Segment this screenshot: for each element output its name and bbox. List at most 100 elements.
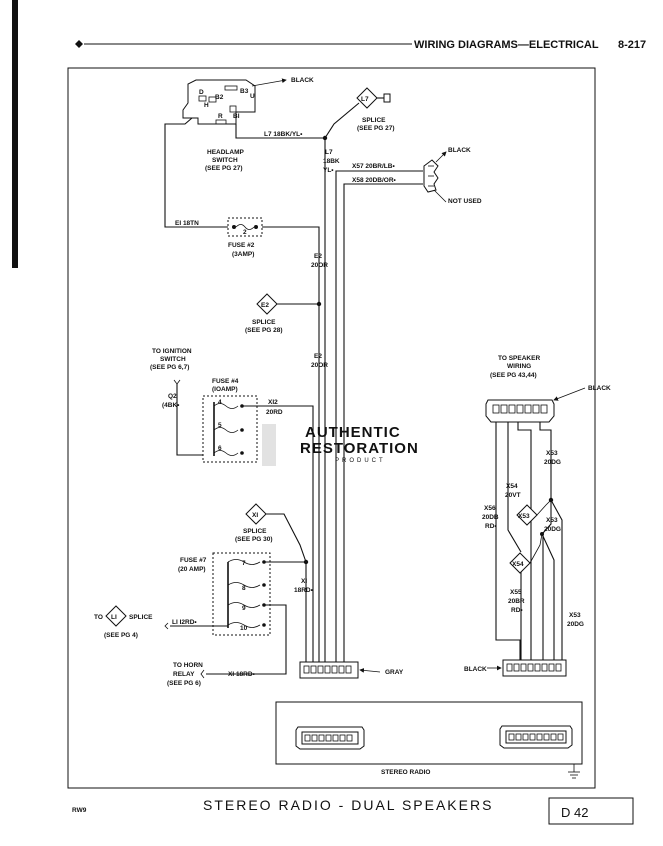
speaker-wiring: TO SPEAKER WIRING (SEE PG 43,44) BLACK xyxy=(485,355,611,423)
wire-x12-line-1: XI2 xyxy=(268,399,278,406)
splice-x1-line-1: SPLICE xyxy=(243,528,267,535)
wire-e2-lower-line-1: E2 xyxy=(314,353,322,360)
ignition-line-3: (SEE PG 6,7) xyxy=(150,364,189,371)
headlamp-switch-line-3: (SEE PG 27) xyxy=(205,165,243,172)
splice-x1-line-2: (SEE PG 30) xyxy=(235,536,273,543)
headlamp-switch: B3 U B2 H D R BI BLACK HEADLAMP SWITCH (… xyxy=(182,77,314,172)
headlamp-pin-b3: B3 xyxy=(240,88,249,95)
wire-x53-top-line-2: 20DG xyxy=(544,459,561,466)
fuse-4-pin-4: 4 xyxy=(218,399,222,406)
fuse-4-line-2: (IOAMP) xyxy=(212,386,238,393)
headlamp-switch-line-1: HEADLAMP xyxy=(207,149,244,156)
wire-x57-label: X57 20BR/LB• xyxy=(352,163,395,170)
fuse-7-pin-8: 8 xyxy=(242,585,246,592)
side-connector: BLACK NOT USED xyxy=(423,147,482,205)
wire-x54-line-2: 20VT xyxy=(505,492,521,499)
page-footer: RW9 STEREO RADIO - DUAL SPEAKERS D 42 xyxy=(72,797,634,825)
headlamp-pin-b2: B2 xyxy=(215,94,224,101)
wire-x55-line-2: 20BR xyxy=(508,598,525,605)
horn-relay-line-2: RELAY xyxy=(173,671,195,678)
wire-e2-lower-line-2: 20OR xyxy=(311,362,328,369)
headlamp-switch-line-2: SWITCH xyxy=(212,157,238,164)
watermark-line-1: AUTHENTIC xyxy=(305,424,401,441)
wire-x1-vertical-line-2: 18RD• xyxy=(294,587,314,594)
wire-x1-horn-label: XI 18RD• xyxy=(228,671,256,678)
splice-x54-id: X54 xyxy=(512,561,524,568)
watermark-line-2: RESTORATION xyxy=(300,440,419,457)
wire-e2-upper-line-1: E2 xyxy=(314,253,322,260)
wire-x55-line-1: X55 xyxy=(510,589,522,596)
splice-l1-ref: (SEE PG 4) xyxy=(104,632,138,639)
side-connector-not-used: NOT USED xyxy=(448,198,482,205)
binding-strip xyxy=(12,0,18,268)
wire-x58-label: X58 20DB/OR• xyxy=(352,177,397,184)
splice-l7-line-2: (SEE PG 27) xyxy=(357,125,395,132)
wire-x1-vertical-line-1: XI xyxy=(301,578,307,585)
radio-connector-left: GRAY xyxy=(299,661,404,679)
ground-icon xyxy=(568,764,580,779)
headlamp-connector-color: BLACK xyxy=(291,77,314,84)
ignition-switch-ref: TO IGNITION SWITCH (SEE PG 6,7) Q2 (4BK• xyxy=(150,348,192,409)
fuse-4-pin-5: 5 xyxy=(218,422,222,429)
fuse-7-line-2: (20 AMP) xyxy=(178,566,206,573)
wire-x56-line-2: 20DB xyxy=(482,514,499,521)
splice-l1-prefix: TO xyxy=(94,614,103,621)
fuse-4: FUSE #4 (IOAMP) 4 5 6 xyxy=(202,378,258,463)
speaker-wiring-line-2: WIRING xyxy=(507,363,531,370)
headlamp-pin-u: U xyxy=(250,93,255,100)
wire-e2-upper-line-2: 20OR xyxy=(311,262,328,269)
fuse-7-pin-10: 10 xyxy=(240,625,248,632)
splice-l1-suffix: SPLICE xyxy=(129,614,153,621)
horn-relay-line-3: (SEE PG 6) xyxy=(167,680,201,687)
fuse-2-pin: 2 xyxy=(243,229,247,236)
header-title: WIRING DIAGRAMS—ELECTRICAL xyxy=(414,39,599,51)
splice-l7: L7 SPLICE (SEE PG 27) xyxy=(356,87,395,132)
ignition-line-1: TO IGNITION xyxy=(152,348,192,355)
watermark: AUTHENTIC RESTORATION PRODUCT xyxy=(262,424,419,466)
splice-l1-id: LI xyxy=(111,614,117,621)
splice-x1-id: XI xyxy=(252,512,258,519)
wire-x12-line-2: 20RD xyxy=(266,409,283,416)
radio-connector-right-color: BLACK xyxy=(464,666,487,673)
wire-x53-low-line-1: X53 xyxy=(569,612,581,619)
headlamp-pin-h: H xyxy=(204,102,209,109)
wire-e1-label: EI 18TN xyxy=(175,220,199,227)
fuse-4-line-1: FUSE #4 xyxy=(212,378,239,385)
fuse-7-line-1: FUSE #7 xyxy=(180,557,207,564)
splice-l7-line-1: SPLICE xyxy=(362,117,386,124)
wire-x56-line-3: RD• xyxy=(485,523,497,530)
footer-page-code: D 42 xyxy=(561,805,588,820)
fuse-2-line-2: (3AMP) xyxy=(232,251,254,258)
horn-relay-ref: TO HORN RELAY (SEE PG 6) xyxy=(167,662,205,687)
ignition-line-2: SWITCH xyxy=(160,356,186,363)
fuse-2-line-1: FUSE #2 xyxy=(228,242,255,249)
speaker-wiring-line-1: TO SPEAKER xyxy=(498,355,540,362)
header-page-number: 8-217 xyxy=(618,39,646,51)
wire-x53-mid-line-1: X53 xyxy=(546,517,558,524)
speaker-wiring-connector: BLACK xyxy=(588,385,611,392)
splice-x1: XI SPLICE (SEE PG 30) xyxy=(235,503,273,543)
headlamp-pin-b1: BI xyxy=(233,113,240,120)
wire-x54-line-1: X54 xyxy=(506,483,518,490)
side-connector-black: BLACK xyxy=(448,147,471,154)
fuse-7: FUSE #7 (20 AMP) 7 8 9 10 xyxy=(178,552,271,636)
footer-left-code: RW9 xyxy=(72,807,87,814)
fuse-2: 2 FUSE #2 (3AMP) xyxy=(227,217,263,258)
footer-title: STEREO RADIO - DUAL SPEAKERS xyxy=(203,797,493,813)
page-header: WIRING DIAGRAMS—ELECTRICAL 8-217 xyxy=(75,39,646,51)
footer-page-box xyxy=(548,797,634,825)
wire-l7-vertical-line-3: YL• xyxy=(323,167,334,174)
splice-l7-id: L7 xyxy=(361,96,369,103)
splice-e2: E2 SPLICE (SEE PG 28) xyxy=(245,293,283,334)
wire-x56-line-1: X56 xyxy=(484,505,496,512)
wire-x53-low-line-2: 20DG xyxy=(567,621,584,628)
wire-l7-left-label: L7 18BK/YL• xyxy=(264,131,303,138)
wire-x55-line-3: RD• xyxy=(511,607,523,614)
horn-relay-line-1: TO HORN xyxy=(173,662,203,669)
radio-connector-right: BLACK xyxy=(464,659,567,677)
diagram-frame xyxy=(67,67,596,789)
splice-e2-line-1: SPLICE xyxy=(252,319,276,326)
fuse-4-pin-6: 6 xyxy=(218,445,222,452)
wire-l7-vertical-line-1: L7 xyxy=(325,149,333,156)
